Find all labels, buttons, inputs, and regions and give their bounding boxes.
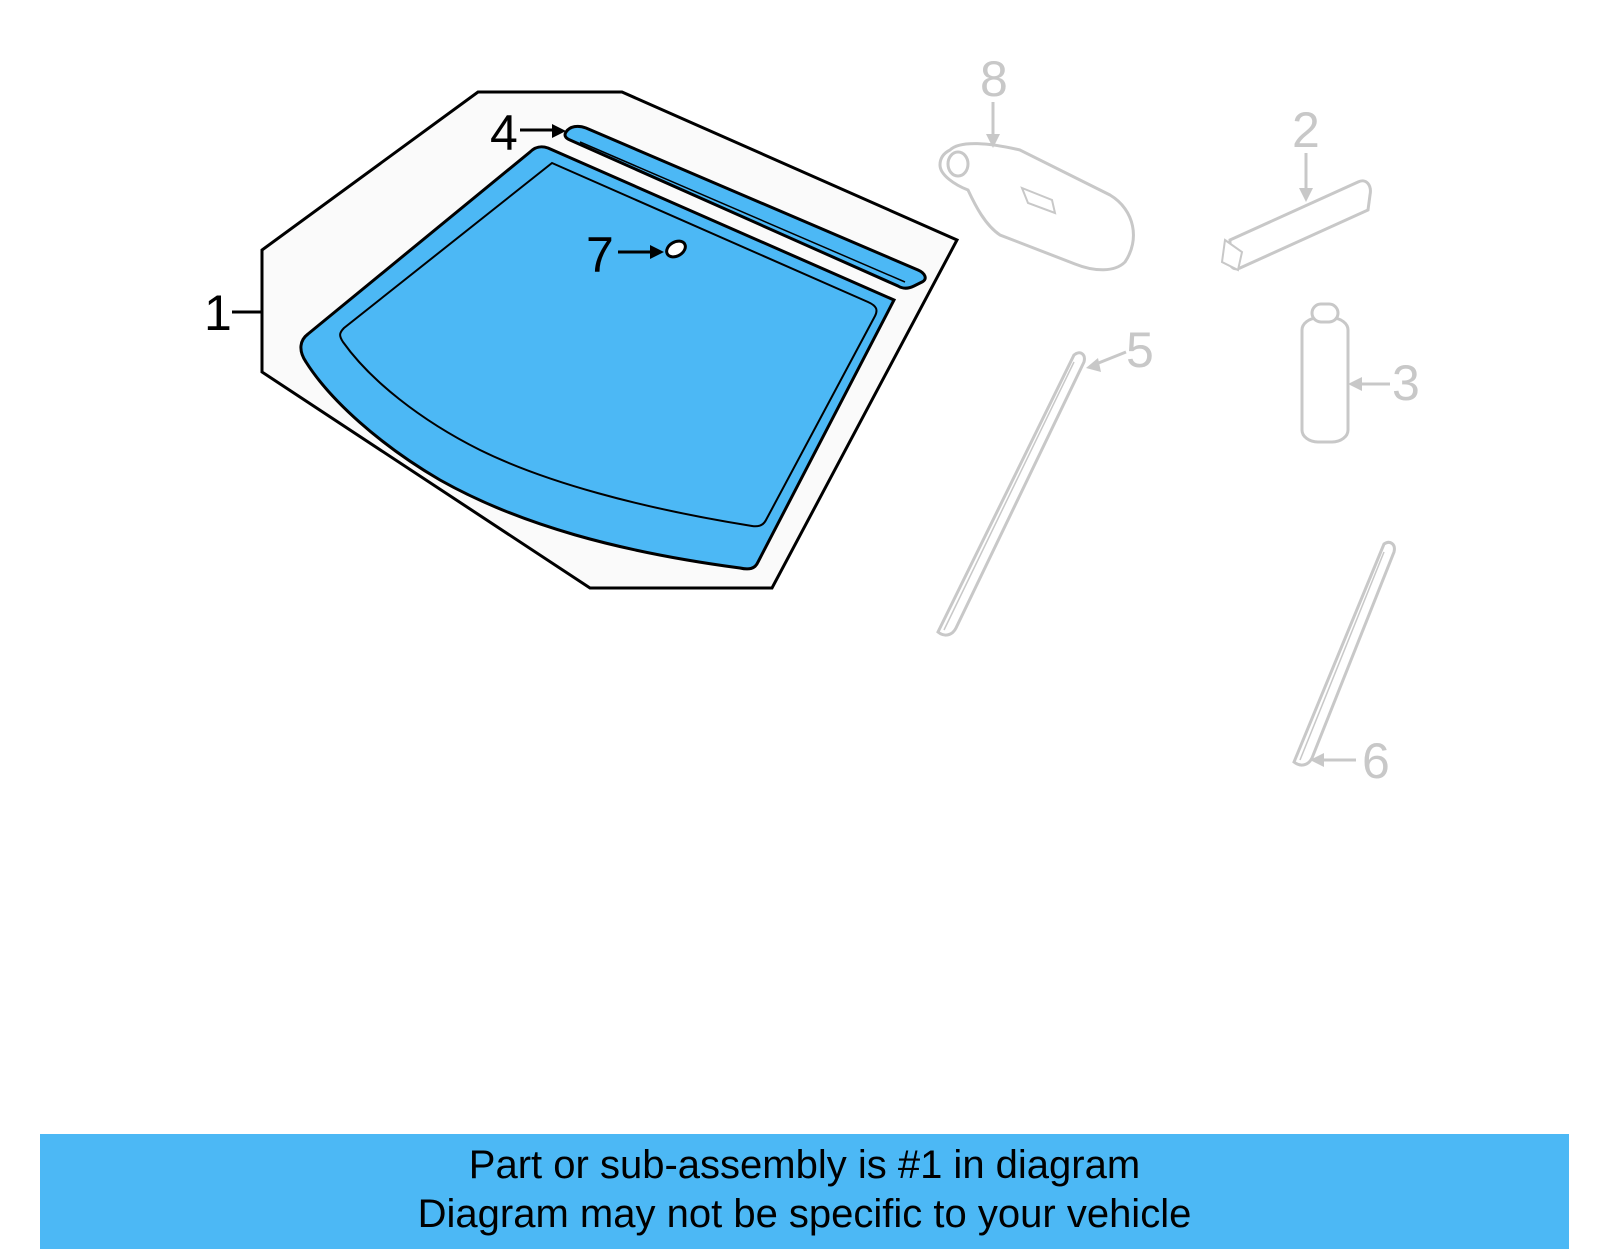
primer-bottle-cap [1310, 302, 1340, 324]
callout-5[interactable]: 5 [1126, 322, 1154, 378]
mirror-bracket-detail [1020, 186, 1057, 215]
upper-molding[interactable] [563, 124, 927, 290]
arrow-5 [1086, 358, 1101, 372]
callout-2[interactable]: 2 [1292, 102, 1320, 158]
banner-line-2: Diagram may not be specific to your vehi… [417, 1192, 1192, 1236]
side-molding-left[interactable] [936, 351, 1086, 637]
banner-line-1: Part or sub-assembly is #1 in diagram [468, 1143, 1141, 1187]
adhesive-tube[interactable] [1228, 179, 1372, 271]
arrow-3 [1348, 377, 1362, 391]
arrow-7 [650, 245, 664, 259]
side-molding-left-line [943, 361, 1075, 631]
arrow-4 [552, 124, 566, 138]
upper-molding-line [579, 141, 906, 283]
adhesive-tube-nozzle [1220, 238, 1244, 272]
arrow-6 [1310, 753, 1324, 767]
callout-8[interactable]: 8 [980, 51, 1008, 107]
mirror-bracket-hole [946, 150, 970, 178]
arrow-8 [986, 134, 1000, 148]
callout-7[interactable]: 7 [586, 227, 614, 283]
primer-bottle[interactable] [1300, 316, 1350, 444]
sensor-pad[interactable] [664, 238, 688, 260]
side-molding-right[interactable] [1292, 540, 1396, 767]
callout-4[interactable]: 4 [490, 105, 518, 161]
side-molding-right-line [1299, 551, 1385, 761]
leader-5 [1095, 350, 1127, 366]
callout-6[interactable]: 6 [1362, 733, 1390, 789]
arrow-2 [1299, 188, 1313, 202]
windshield-inner-edge [339, 161, 878, 528]
callout-1[interactable]: 1 [204, 285, 232, 341]
callout-3[interactable]: 3 [1392, 355, 1420, 411]
info-banner: Part or sub-assembly is #1 in diagram Di… [40, 1134, 1569, 1249]
windshield-glass[interactable] [299, 145, 897, 571]
